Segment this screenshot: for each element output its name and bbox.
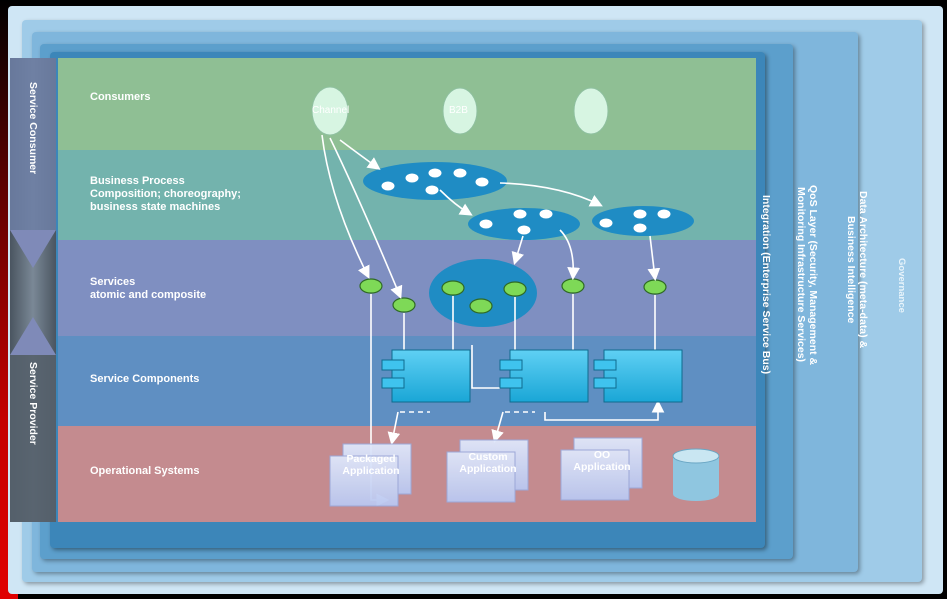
process-ellipse-1 (363, 162, 507, 200)
service-node (469, 298, 493, 314)
database-icon (672, 448, 720, 501)
data-architecture-label: Data Architecture (meta-data) & Business… (845, 191, 869, 349)
consumer-b2b-node (442, 87, 478, 135)
layer-label-operational-systems: Operational Systems (90, 465, 200, 477)
service-consumer-label: Service Consumer (27, 82, 39, 175)
layer-label-service-components: Service Components (90, 373, 200, 385)
composite-service-circle (429, 259, 537, 327)
consumers-band (58, 58, 756, 150)
service-node (503, 281, 527, 297)
packaged-application-label: Packaged Application (342, 453, 400, 477)
service-node (441, 280, 465, 296)
component-box-2 (499, 349, 589, 403)
down-arrow-icon (10, 230, 56, 268)
service-node (359, 278, 383, 294)
layer-label-business-process: Business Process Composition; choreograp… (90, 175, 241, 213)
consumer-channel-label: Channel (312, 105, 350, 116)
integration-layer-label: Integration (Enterprise Service Bus) (760, 195, 772, 375)
service-provider-label: Service Provider (27, 362, 39, 445)
consumer-channel-node (311, 86, 349, 136)
services-band (58, 240, 756, 336)
service-node (561, 278, 585, 294)
component-box-1 (381, 349, 471, 403)
service-node (392, 297, 416, 313)
layer-label-consumers: Consumers (90, 91, 151, 103)
consumer-blank-node (573, 87, 609, 135)
up-arrow-icon (10, 317, 56, 355)
qos-layer-label: QoS Layer (Security, Management & Monito… (795, 184, 819, 366)
governance-label: Governance (896, 257, 907, 313)
custom-application-label: Custom Application (459, 451, 517, 475)
consumer-b2b-label: B2B (449, 105, 468, 116)
oo-application-label: OO Application (573, 449, 631, 473)
service-node (643, 279, 667, 295)
layer-label-services: Services atomic and composite (90, 276, 207, 301)
component-box-3 (593, 349, 683, 403)
process-ellipse-2 (468, 208, 580, 240)
